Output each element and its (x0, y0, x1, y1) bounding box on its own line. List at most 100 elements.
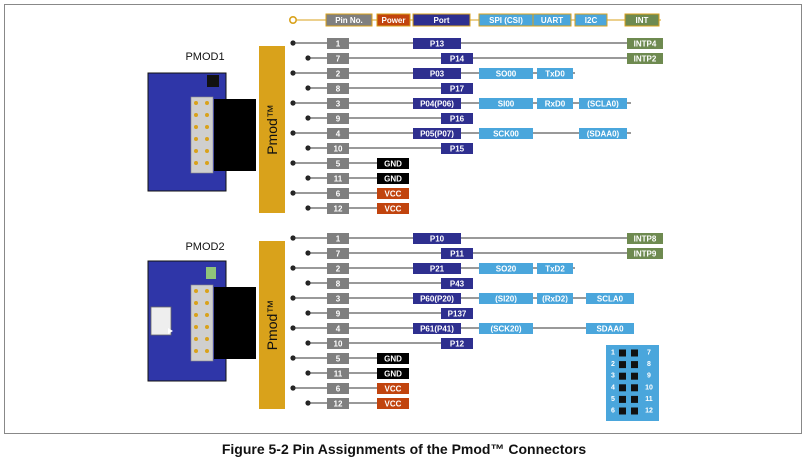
pin-number-3 (327, 293, 349, 304)
port-p10-label: P10 (430, 235, 445, 244)
port-p61-p41- (413, 323, 461, 334)
port-p14-label: P14 (450, 55, 465, 64)
port-p12-label: P12 (450, 340, 465, 349)
pinout-pad (631, 407, 638, 415)
legend-label: Power (381, 16, 405, 25)
power-vcc (377, 203, 409, 214)
pin-number-4-label: 4 (336, 130, 341, 139)
pinout-left-3: 3 (611, 373, 615, 380)
spi--si20--label: (SI20) (495, 295, 517, 304)
header-connector-1 (214, 287, 256, 359)
pinout-right-12: 12 (645, 408, 653, 415)
int-intp4 (627, 38, 663, 49)
port-p13-label: P13 (430, 40, 445, 49)
int-intp4-label: INTP4 (634, 40, 657, 49)
pin-number-11-label: 11 (334, 370, 343, 379)
i2c-sdaa0 (586, 323, 634, 334)
pin-number-7 (327, 53, 349, 64)
pin-number-12 (327, 398, 349, 409)
spi--sck20- (479, 323, 533, 334)
port-p05-p07--label: P05(P07) (420, 130, 454, 139)
port-p137 (441, 308, 473, 319)
legend-label: SPI (CSI) (489, 16, 523, 25)
power-vcc (377, 398, 409, 409)
legend-int (624, 13, 660, 27)
pin-number-9 (327, 113, 349, 124)
pinout-left-4: 4 (611, 384, 615, 391)
pinout-right-9: 9 (647, 373, 651, 380)
spi--sck20--label: (SCK20) (490, 325, 521, 334)
i2c-scla0 (586, 293, 634, 304)
pin-number-5-label: 5 (336, 355, 341, 364)
pin-number-12 (327, 203, 349, 214)
pin-number-2-label: 2 (336, 70, 341, 79)
spi-si00-label: SI00 (498, 100, 515, 109)
pinout-pad (631, 384, 638, 392)
pin-number-4 (327, 323, 349, 334)
uart-txd0 (537, 68, 573, 79)
port-p11-label: P11 (450, 250, 464, 259)
int-intp2-label: INTP2 (634, 55, 657, 64)
pin-pad (205, 325, 209, 329)
pin-number-5-label: 5 (336, 160, 341, 169)
figure-caption: Figure 5-2 Pin Assignments of the Pmod™ … (221, 441, 587, 457)
pin-number-9-label: 9 (336, 115, 341, 124)
header-connector-0 (214, 99, 256, 171)
board-arrow (168, 328, 173, 334)
legend-uart (532, 13, 572, 27)
port-p43 (441, 278, 473, 289)
int-intp2 (627, 53, 663, 64)
pin-number-2-label: 2 (336, 265, 341, 274)
pin-number-2 (327, 68, 349, 79)
power-vcc (377, 383, 409, 394)
port-p13 (413, 38, 461, 49)
pin-number-10 (327, 338, 349, 349)
pin-pad (194, 289, 198, 293)
pin-pad (205, 125, 209, 129)
pinout-pad (619, 372, 626, 380)
pinout-pad (619, 349, 626, 357)
pin-number-7 (327, 248, 349, 259)
pin-pad (205, 101, 209, 105)
uart-rxd0-label: RxD0 (545, 100, 566, 109)
pin-number-1-label: 1 (336, 40, 341, 49)
power-gnd-label: GND (384, 370, 402, 379)
port-p60-p20--label: P60(P20) (420, 295, 454, 304)
port-p137-label: P137 (448, 310, 467, 319)
pin-pad (205, 289, 209, 293)
pin-number-10-label: 10 (334, 145, 343, 154)
pmod-bar-label-1: Pmod™ (264, 300, 280, 351)
pin-pad (194, 313, 198, 317)
port-p60-p20- (413, 293, 461, 304)
pinout-pad (619, 384, 626, 392)
pmod-bar-1 (259, 241, 285, 409)
pin-pad (205, 137, 209, 141)
pin-pad (194, 125, 198, 129)
port-p04-p06--label: P04(P06) (420, 100, 454, 109)
power-vcc-label: VCC (385, 385, 402, 394)
pin-number-11-label: 11 (334, 175, 343, 184)
pin-number-4 (327, 128, 349, 139)
pinout-pad (619, 361, 626, 369)
legend-port (412, 13, 471, 27)
pin-pad (194, 101, 198, 105)
pin-number-2 (327, 263, 349, 274)
port-p05-p07- (413, 128, 461, 139)
pin-pad (194, 113, 198, 117)
pin-number-1 (327, 38, 349, 49)
pin-pad (205, 313, 209, 317)
pmod-bar-0 (259, 46, 285, 213)
pinout-left-2: 2 (611, 361, 615, 368)
pin-strip-1 (190, 284, 214, 362)
pinout-pad (631, 395, 638, 403)
connector-label-0: PMOD1 (185, 51, 224, 63)
pin-pad (194, 137, 198, 141)
port-p16 (441, 113, 473, 124)
i2c--sdaa0- (579, 128, 627, 139)
pin-number-8-label: 8 (336, 280, 341, 289)
legend-power (376, 13, 411, 27)
pin-number-9-label: 9 (336, 310, 341, 319)
pin-number-5 (327, 353, 349, 364)
pin-number-3-label: 3 (336, 100, 341, 109)
